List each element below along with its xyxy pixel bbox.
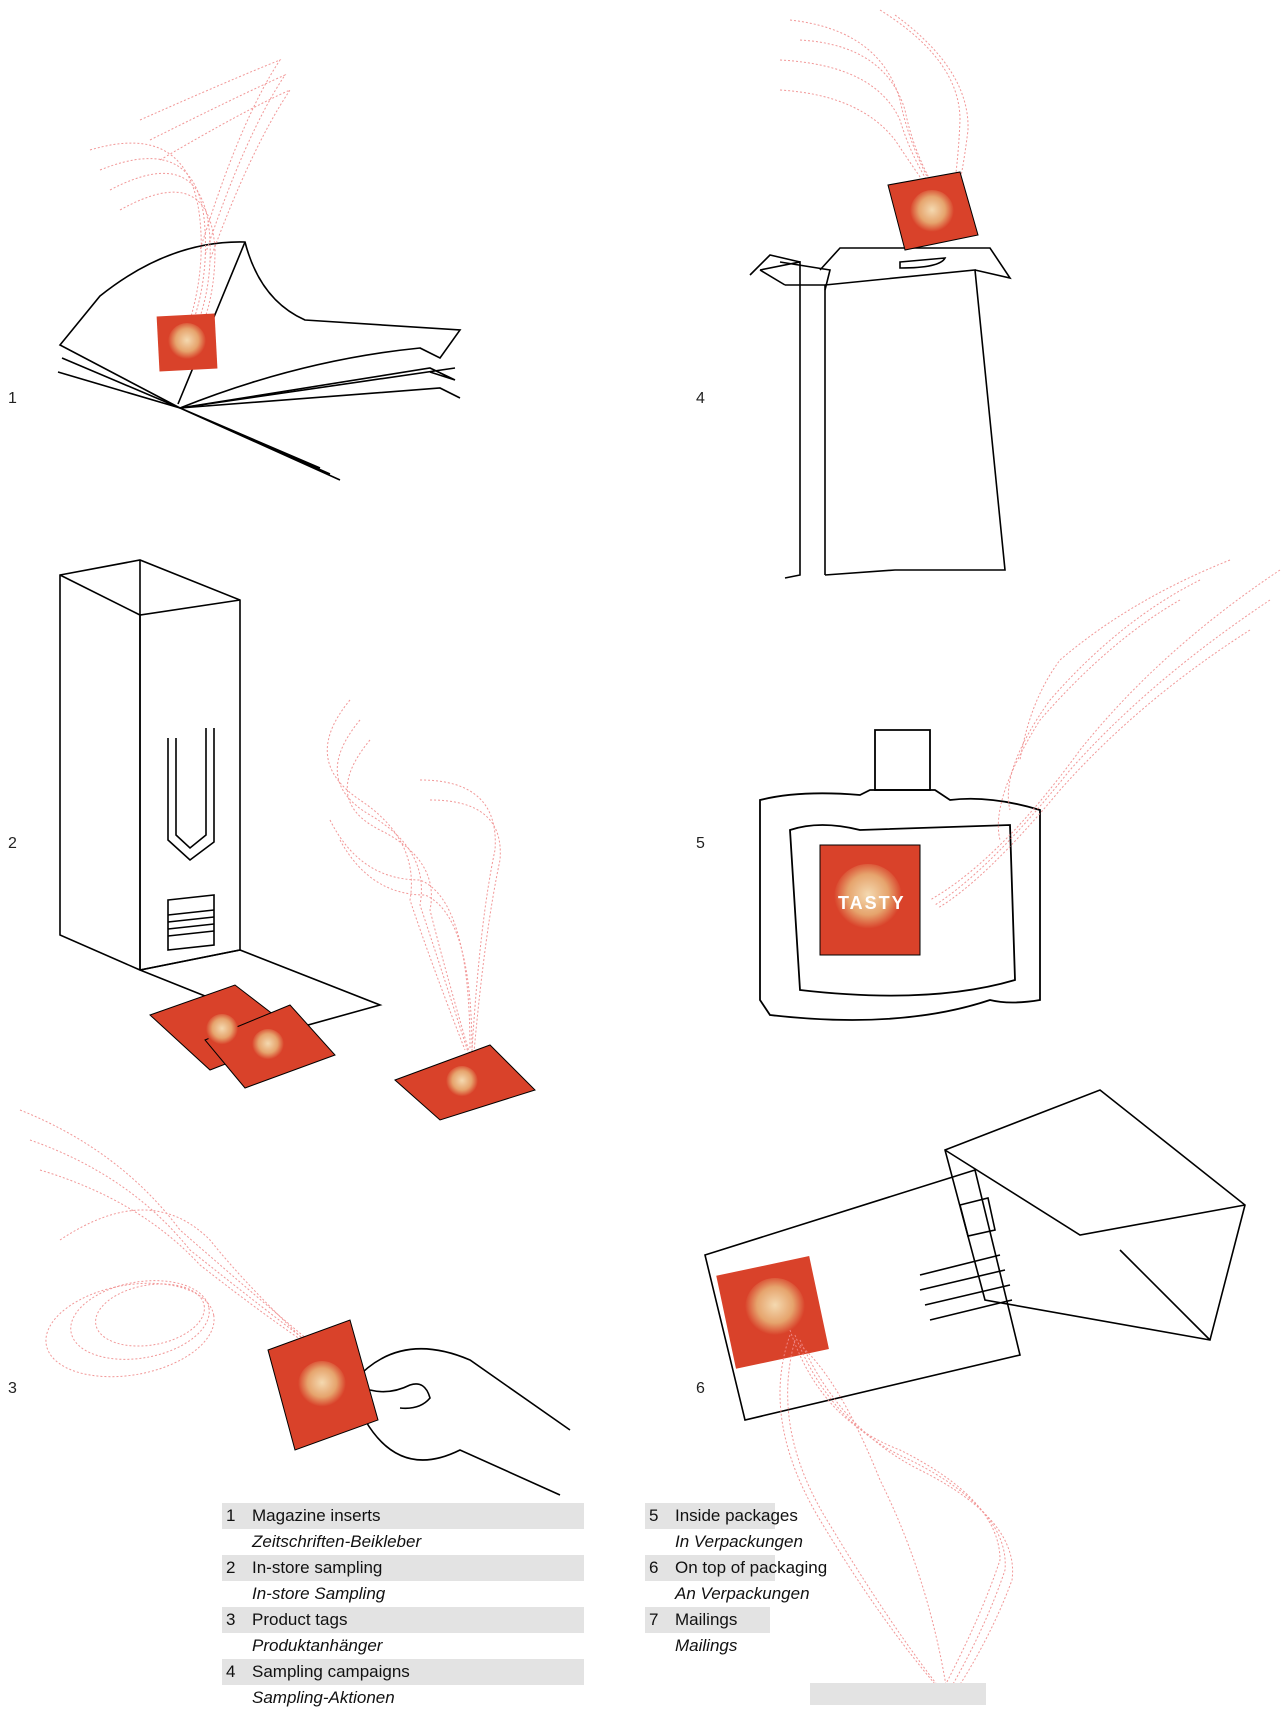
box-illustration bbox=[750, 248, 1010, 578]
legend-label-de: In Verpackungen bbox=[645, 1529, 845, 1555]
decorative-bar bbox=[810, 1683, 986, 1705]
figure-number-2: 2 bbox=[8, 835, 17, 853]
legend-number: 6 bbox=[645, 1555, 675, 1581]
legend-label-en: Mailings bbox=[675, 1610, 737, 1629]
sticker-4 bbox=[888, 172, 978, 250]
figure-number-4: 4 bbox=[696, 390, 705, 408]
legend-number: 3 bbox=[222, 1607, 252, 1633]
envelope-illustration bbox=[705, 1090, 1245, 1420]
sample-packs-2 bbox=[150, 985, 535, 1120]
scent-plume-2 bbox=[327, 700, 500, 1055]
legend-label-en: Product tags bbox=[252, 1610, 347, 1629]
legend-label-de: In-store Sampling bbox=[222, 1581, 584, 1607]
legend-label-en: Inside packages bbox=[675, 1506, 798, 1525]
figure-number-1: 1 bbox=[8, 390, 17, 408]
legend-number: 5 bbox=[645, 1503, 675, 1529]
legend-label-de: Zeitschriften-Beikleber bbox=[222, 1529, 584, 1555]
card-6 bbox=[716, 1256, 829, 1369]
legend-number: 2 bbox=[222, 1555, 252, 1581]
legend-label-de: Produktanhänger bbox=[222, 1633, 584, 1659]
scent-plume-1 bbox=[90, 60, 290, 335]
dispenser-illustration bbox=[60, 560, 380, 1030]
legend-number: 4 bbox=[222, 1659, 252, 1685]
sticker-text-5: TASTY bbox=[838, 893, 906, 914]
figure-number-6: 6 bbox=[696, 1380, 705, 1398]
figure-number-3: 3 bbox=[8, 1380, 17, 1398]
legend-label-de: Sampling-Aktionen bbox=[222, 1685, 584, 1711]
legend-label-en: Magazine inserts bbox=[252, 1506, 381, 1525]
legend-label-de: Mailings bbox=[645, 1633, 845, 1659]
legend-label-en: In-store sampling bbox=[252, 1558, 382, 1577]
magazine-illustration bbox=[58, 242, 460, 480]
figure-number-5: 5 bbox=[696, 835, 705, 853]
hand-illustration bbox=[355, 1349, 570, 1495]
legend-label-en: Sampling campaigns bbox=[252, 1662, 410, 1681]
scent-plume-5 bbox=[930, 560, 1280, 908]
sticker-1 bbox=[157, 314, 218, 372]
legend-label-de: An Verpackungen bbox=[645, 1581, 845, 1607]
legend-label-en: On top of packaging bbox=[675, 1558, 827, 1577]
tag-3 bbox=[268, 1320, 378, 1450]
legend-number: 7 bbox=[645, 1607, 675, 1633]
legend-number: 1 bbox=[222, 1503, 252, 1529]
